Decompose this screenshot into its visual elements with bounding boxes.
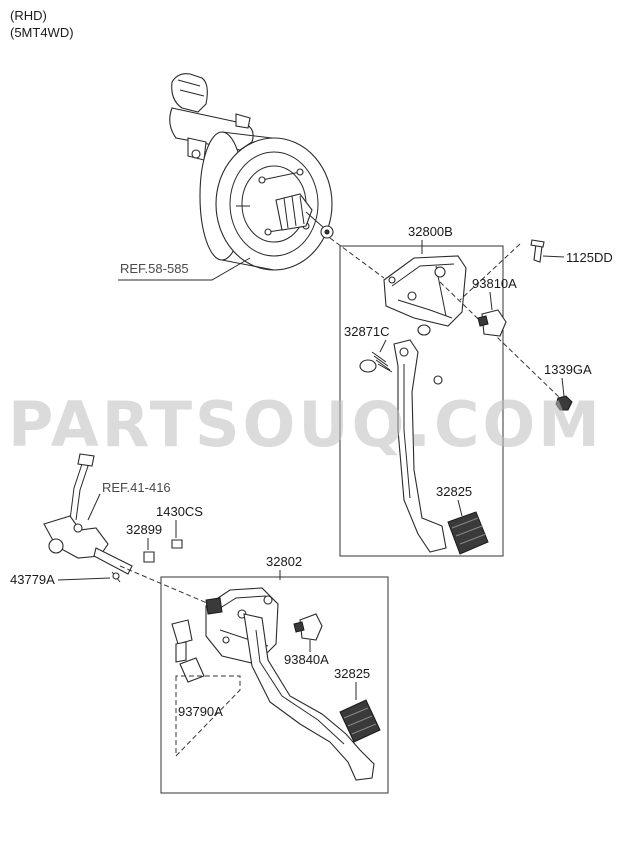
clutch-pedal-lower bbox=[243, 613, 381, 781]
header-5mt4wd: (5MT4WD) bbox=[10, 25, 74, 40]
nut-1339GA bbox=[555, 395, 573, 411]
pin-43779A bbox=[111, 571, 121, 583]
clutch-master-cylinder bbox=[43, 453, 133, 575]
header-rhd: (RHD) bbox=[10, 8, 47, 23]
watermark: PARTSOUQ.COM bbox=[8, 388, 603, 461]
part-1125DD-label: 1125DD bbox=[566, 250, 613, 265]
clip-1430CS bbox=[171, 539, 183, 549]
pedal-bracket-upper bbox=[383, 255, 467, 327]
ref-58-585-label: REF.58-585 bbox=[120, 261, 189, 276]
pin-32899 bbox=[143, 551, 155, 563]
part-43779A-label: 43779A bbox=[10, 572, 55, 587]
part-32899-label: 32899 bbox=[126, 522, 162, 537]
part-1430CS-label: 1430CS bbox=[156, 504, 203, 519]
part-32802-label: 32802 bbox=[266, 554, 302, 569]
brake-pedal-upper bbox=[393, 339, 489, 555]
lower-assembly-box bbox=[160, 576, 389, 794]
switch-93810A bbox=[477, 309, 507, 337]
ref-41-416-label: REF.41-416 bbox=[102, 480, 171, 495]
switch-93790A bbox=[171, 619, 241, 758]
part-93790A-label: 93790A bbox=[178, 704, 223, 719]
part-93840A-label: 93840A bbox=[284, 652, 329, 667]
part-32800B-label: 32800B bbox=[408, 224, 453, 239]
part-32825-bottom-label: 32825 bbox=[334, 666, 370, 681]
brake-booster-assembly bbox=[169, 73, 334, 271]
bolt-1125DD bbox=[530, 239, 545, 263]
spring-32871C bbox=[359, 324, 431, 373]
ref-58-585-leader bbox=[118, 257, 251, 281]
part-32871C-label: 32871C bbox=[344, 324, 390, 339]
part-93810A-label: 93810A bbox=[472, 276, 517, 291]
part-32825-top-label: 32825 bbox=[436, 484, 472, 499]
switch-93840A bbox=[293, 613, 323, 641]
part-1339GA-label: 1339GA bbox=[544, 362, 592, 377]
